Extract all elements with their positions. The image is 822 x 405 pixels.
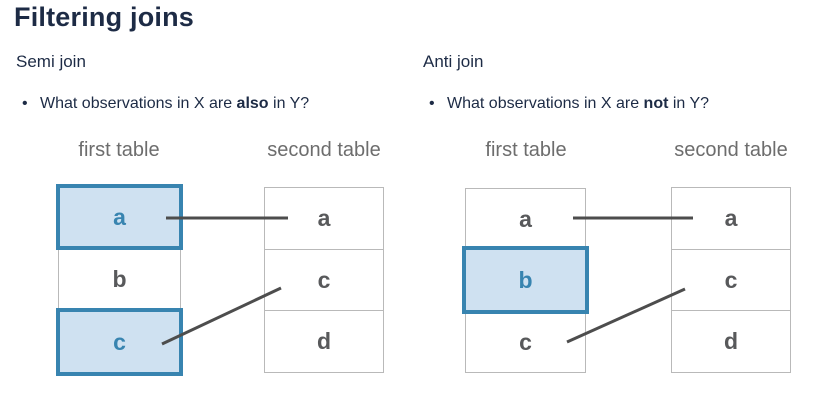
bullet-text-prefix: What observations in X are	[40, 95, 237, 112]
bullet-text-emphasis: also	[236, 95, 269, 112]
second-table-cell-d: d	[316, 328, 332, 355]
bullet-text-prefix: What observations in X are	[447, 95, 644, 112]
section-anti-join: Anti join • What observations in X are n…	[407, 0, 819, 405]
semi-join-bullet-text: What observations in X are also in Y?	[40, 95, 309, 113]
bullet-icon: •	[22, 95, 28, 112]
anti-join-subtitle: Anti join	[423, 52, 484, 71]
first-table-label: first table	[485, 139, 567, 161]
first-table-cell-a-highlighted: a	[56, 184, 183, 250]
page-title: Filtering joins	[14, 2, 195, 32]
anti-join-bullet-text: What observations in X are not in Y?	[447, 95, 709, 113]
first-table-cell-c: c	[465, 312, 586, 373]
first-table-cell-b: b	[58, 248, 181, 310]
semi-join-subtitle: Semi join	[16, 52, 86, 71]
second-table-cell-a: a	[672, 188, 790, 250]
bullet-text-emphasis: not	[643, 95, 669, 112]
semi-join-bullet-item: • What observations in X are also in Y?	[22, 95, 309, 113]
second-table-label: second table	[674, 139, 788, 161]
first-table-cell-a: a	[465, 188, 586, 250]
second-table-cell-a: a	[265, 188, 383, 250]
second-table-label: second table	[267, 139, 381, 161]
second-table: a c d	[671, 187, 791, 373]
second-table-cell-c: c	[672, 250, 790, 312]
anti-join-bullet-item: • What observations in X are not in Y?	[429, 95, 709, 113]
first-table-label: first table	[78, 139, 160, 161]
second-table: a c d	[264, 187, 384, 373]
second-table-cell-c: c	[265, 250, 383, 312]
bullet-text-suffix: in Y?	[668, 95, 710, 112]
bullet-icon: •	[429, 95, 435, 112]
first-table-cell-c-highlighted: c	[56, 308, 183, 376]
first-table-cell-b-highlighted: b	[462, 246, 589, 314]
section-semi-join: Semi join • What observations in X are a…	[16, 52, 384, 376]
bullet-text-suffix: in Y?	[268, 95, 310, 112]
second-table-cell-d: d	[723, 328, 739, 355]
